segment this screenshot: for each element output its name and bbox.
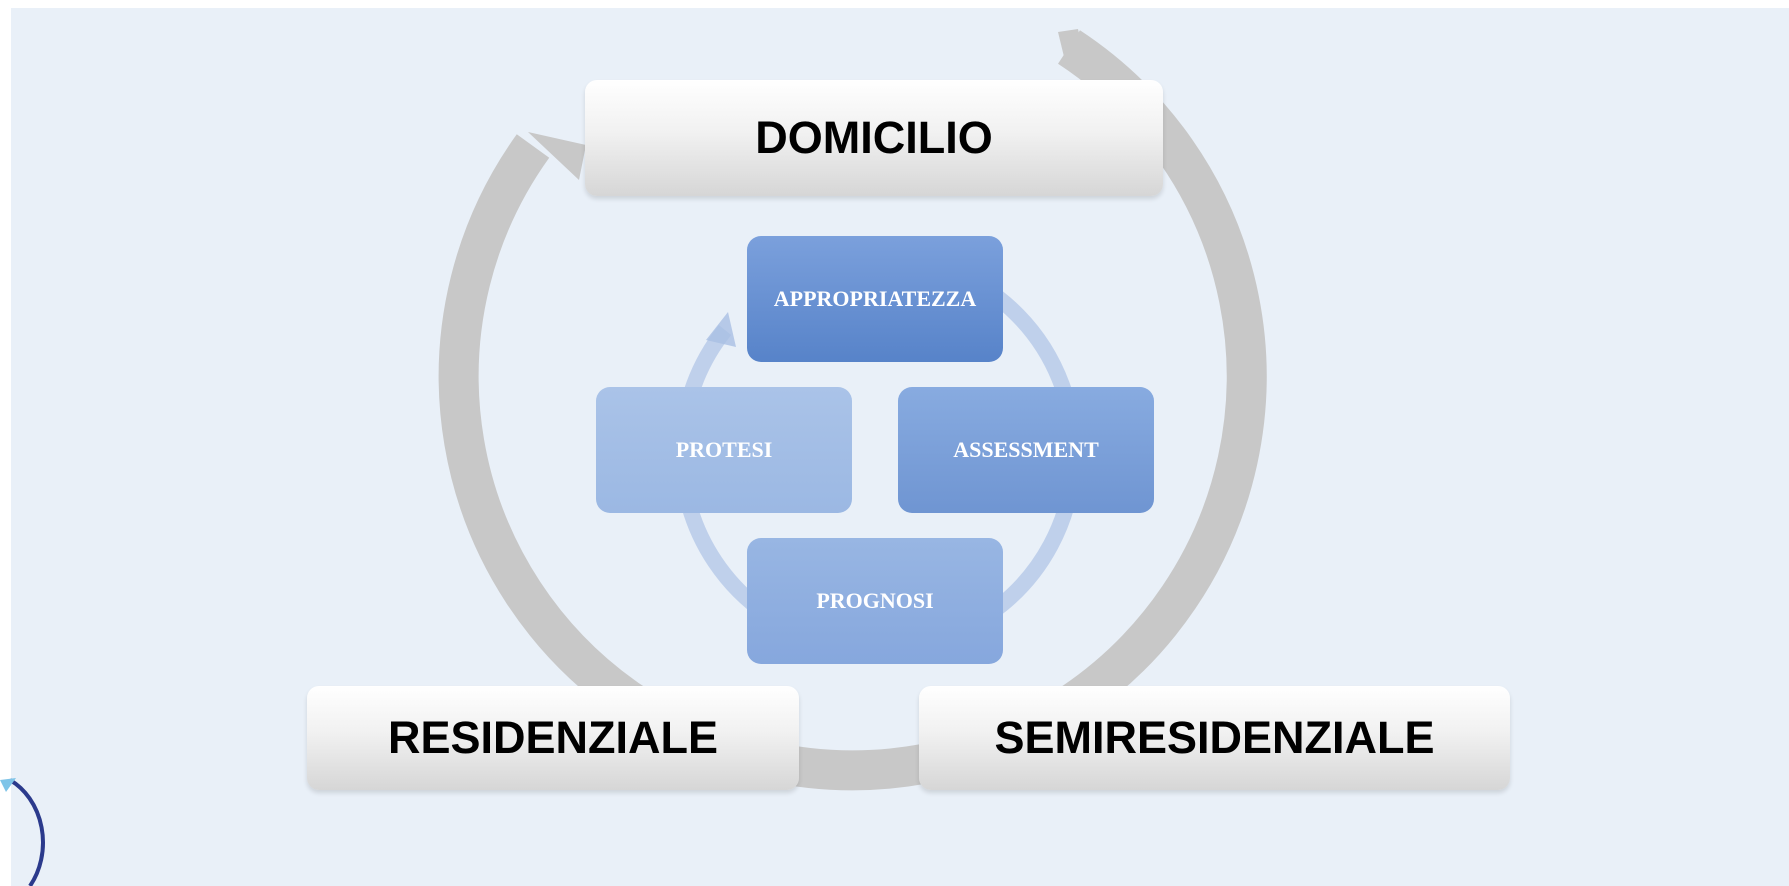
step-appropriatezza: APPROPRIATEZZA bbox=[747, 236, 1003, 362]
step-prognosi: PROGNOSI bbox=[747, 538, 1003, 664]
step-protesi: PROTESI bbox=[596, 387, 852, 513]
step-assessment-label: ASSESSMENT bbox=[953, 437, 1099, 462]
setting-semiresidenziale-label: SEMIRESIDENZIALE bbox=[994, 712, 1435, 763]
setting-semiresidenziale: SEMIRESIDENZIALE bbox=[919, 686, 1510, 790]
inner-cycle-arrowhead bbox=[706, 312, 736, 347]
corner-logo-accent bbox=[0, 778, 16, 792]
setting-residenziale: RESIDENZIALE bbox=[307, 686, 799, 790]
corner-logo-arc bbox=[8, 778, 45, 886]
setting-domicilio: DOMICILIO bbox=[585, 80, 1163, 196]
step-protesi-label: PROTESI bbox=[675, 437, 773, 462]
outer-cycle-arrowhead bbox=[528, 132, 586, 180]
step-appropriatezza-label: APPROPRIATEZZA bbox=[773, 286, 977, 311]
setting-residenziale-label: RESIDENZIALE bbox=[387, 712, 719, 763]
step-assessment: ASSESSMENT bbox=[898, 387, 1154, 513]
setting-domicilio-label: DOMICILIO bbox=[755, 112, 993, 163]
step-prognosi-label: PROGNOSI bbox=[816, 588, 934, 613]
outer-cycle-tail bbox=[1058, 29, 1085, 65]
